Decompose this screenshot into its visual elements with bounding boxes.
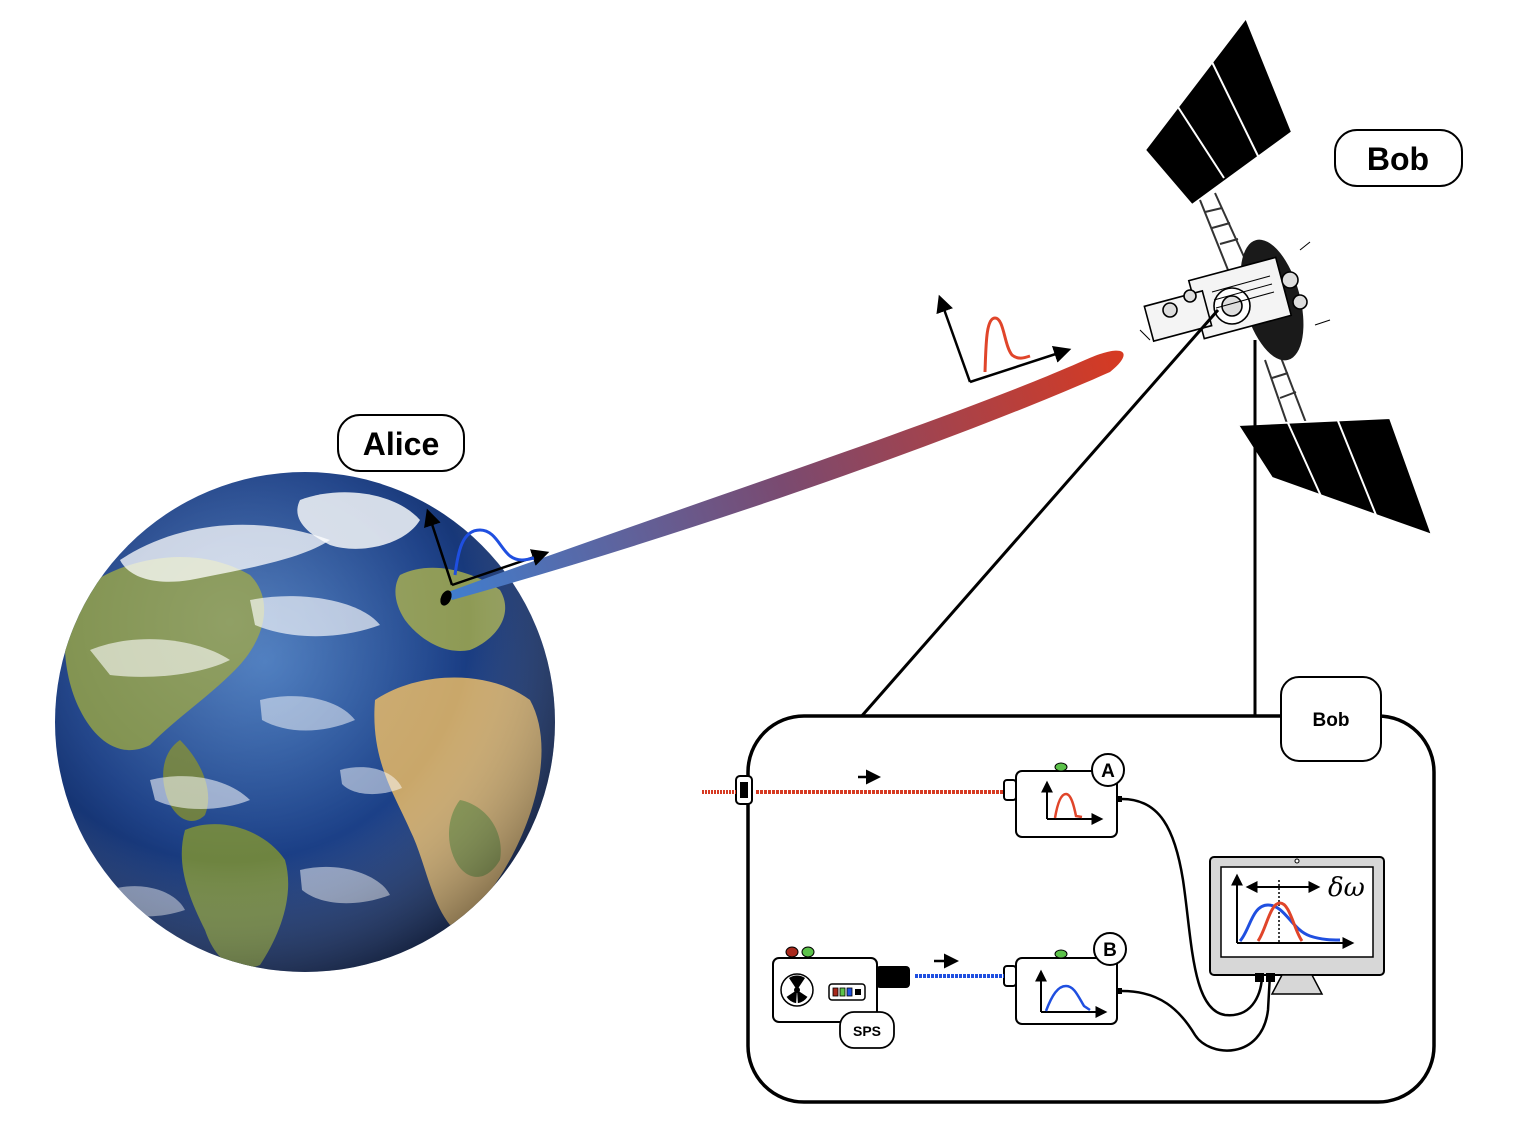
bob-box-label: Bob: [1313, 710, 1350, 731]
satellite-icon: [1139, 15, 1434, 537]
input-aperture: [735, 775, 753, 805]
bob-pulse-plot: [936, 294, 1072, 384]
detector-a: A: [1003, 753, 1125, 838]
bob-label-text: Bob: [1367, 141, 1429, 177]
monitor-icon: δω: [1209, 856, 1385, 995]
zoom-line-left: [858, 309, 1220, 719]
alice-ground-station: [440, 590, 452, 606]
single-photon-source: SPS: [772, 946, 910, 1049]
signal-cables: [1121, 797, 1272, 1052]
red-signal-line: [702, 769, 1004, 794]
alice-label: Alice: [337, 414, 465, 472]
optical-beam: [448, 350, 1124, 600]
frequency-shift-label: δω: [1328, 873, 1365, 903]
earth-globe-icon: [55, 472, 555, 972]
bob-label: Bob: [1334, 129, 1463, 187]
detector-a-label: A: [1101, 761, 1115, 782]
alice-pulse-plot: [424, 508, 550, 606]
alice-blue-pulse: [453, 528, 535, 576]
source-led-green: [801, 946, 815, 958]
radiation-icon: [780, 973, 814, 1007]
source-led-red: [785, 946, 799, 958]
detector-b-led: [1054, 949, 1068, 959]
source-label: SPS: [853, 1023, 881, 1039]
detector-a-led: [1054, 762, 1068, 772]
detector-b-label: B: [1103, 940, 1117, 961]
detector-b: B: [1003, 932, 1127, 1025]
alice-label-text: Alice: [363, 426, 439, 462]
blue-reference-line: [915, 953, 1004, 978]
bob-red-pulse: [983, 316, 1031, 373]
bob-lab-panel: Bob: [746, 676, 1436, 1104]
